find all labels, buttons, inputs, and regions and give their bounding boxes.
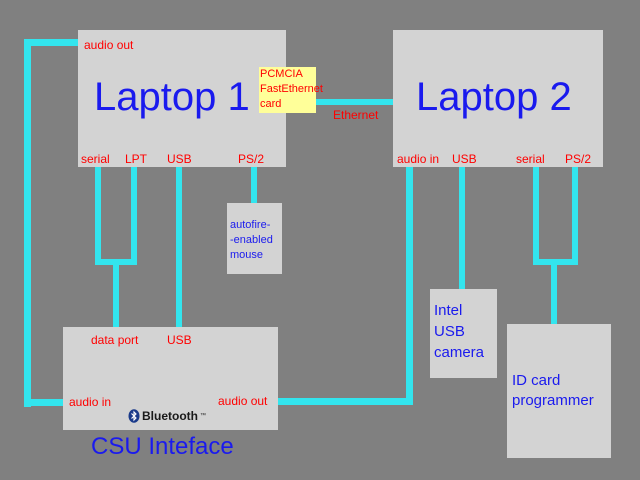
id-card-box: ID card programmer [507,324,611,458]
pcmcia-line-1: PCMCIA [260,68,303,80]
wire-ethernet [314,99,394,105]
wire-camera [459,166,465,290]
csu-usb-label: USB [167,333,192,347]
laptop-1-usb-label: USB [167,152,192,166]
wire-l2-serial-down [533,166,539,265]
csu-box [63,327,278,430]
wire-audio-in-vertical [406,166,413,405]
wire-serial-down [95,166,101,265]
csu-audio-in-label: audio in [69,395,112,409]
mouse-line-1: autofire- [230,219,271,231]
id-card-line-1: ID card [512,372,561,389]
camera-line-2: USB [434,323,465,340]
bluetooth-text: Bluetooth [142,409,198,423]
bluetooth-trademark: ™ [200,413,206,419]
wire-idcard-up [551,259,557,325]
csu-audio-out-label: audio out [218,394,268,408]
laptop-1-box [78,30,286,167]
wire-usb-csu [176,166,182,328]
laptop-1-title: Laptop 1 [94,75,250,119]
csu-title: CSU Inteface [91,433,234,460]
laptop-2-audio-in-label: audio in [397,152,440,166]
laptop-2-title: Laptop 2 [416,75,572,119]
bluetooth-icon [128,409,140,423]
mouse-line-2: -enabled [230,234,273,246]
pcmcia-line-3: card [260,98,282,110]
laptop-2-usb-label: USB [452,152,477,166]
wire-l2-ps2-down [572,166,578,265]
wire-ps2-mouse [251,166,257,204]
wire-audio-bottom-horizontal [24,399,64,406]
laptop-2-box [393,30,603,167]
laptop-1-lpt-label: LPT [125,152,148,166]
wire-audio-out-horizontal [277,398,413,405]
laptop-2-ps2-label: PS/2 [565,152,592,166]
id-card-line-2: programmer [512,392,594,409]
mouse-box: autofire- -enabled mouse [227,203,282,274]
ethernet-label: Ethernet [333,108,379,122]
camera-line-3: camera [434,344,485,361]
laptop-1-serial-label: serial [81,152,110,166]
laptop-1-ps2-label: PS/2 [238,152,265,166]
wire-lpt-down [131,166,137,265]
camera-line-1: Intel [434,302,463,319]
wire-audio-left-vertical [24,39,31,407]
wire-audio-top-horizontal [24,39,80,46]
laptop-1-audio-out-label: audio out [84,38,134,52]
pcmcia-card: PCMCIA FastEthernet card [259,67,323,113]
laptop-2-serial-label: serial [516,152,545,166]
camera-box: Intel USB camera [430,289,497,378]
wire-dataport-up [113,259,119,328]
pcmcia-line-2: FastEthernet [260,83,323,95]
mouse-line-3: mouse [230,249,264,261]
csu-data-port-label: data port [91,333,139,347]
